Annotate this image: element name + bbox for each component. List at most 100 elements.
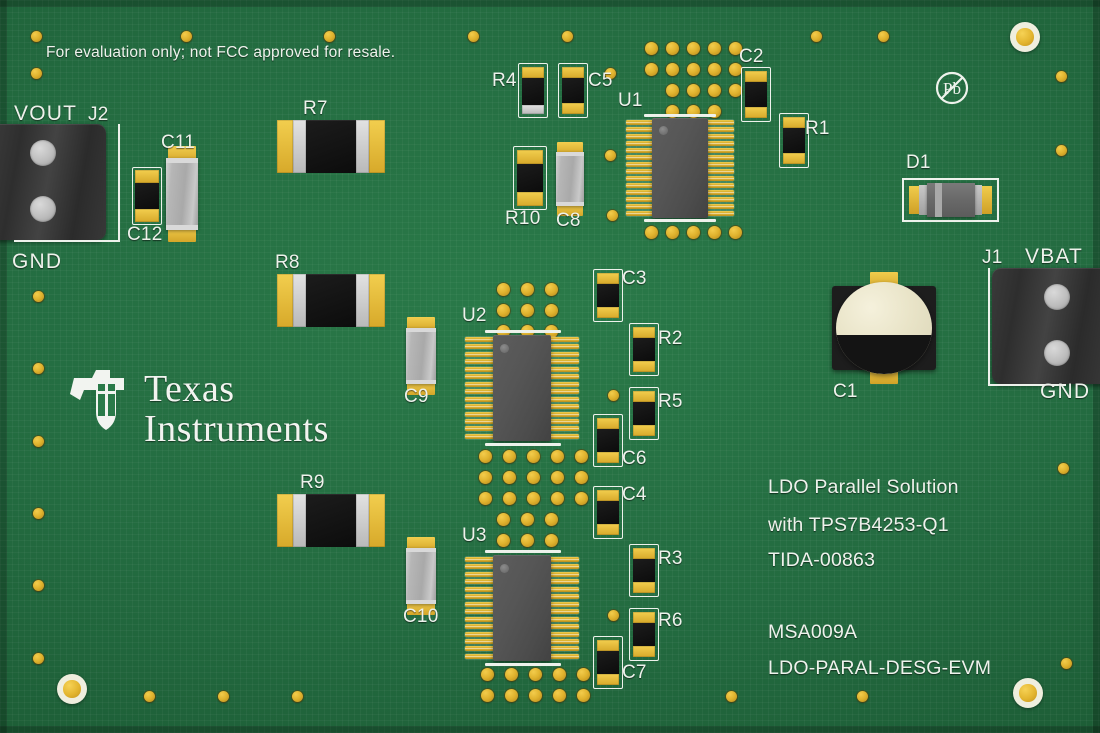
- via: [645, 42, 658, 55]
- board-edge-left: [0, 0, 7, 733]
- via: [324, 31, 335, 42]
- capacitor-c4: [593, 486, 623, 539]
- via: [729, 84, 742, 97]
- via: [577, 689, 590, 702]
- u2-body: [493, 335, 551, 441]
- via: [605, 150, 616, 161]
- resistor-r3: [629, 544, 659, 597]
- j2-silk-outline: [14, 124, 120, 242]
- connector-j1[interactable]: [992, 268, 1100, 384]
- via: [605, 68, 616, 79]
- u3-silk-bottom: [485, 663, 561, 666]
- j2-screw-vout[interactable]: [30, 140, 56, 166]
- u2-pin1-dot: [500, 344, 509, 353]
- ic-u2[interactable]: [465, 330, 579, 446]
- via: [479, 450, 492, 463]
- via: [144, 691, 155, 702]
- via: [687, 42, 700, 55]
- j1-screw-gnd[interactable]: [1044, 340, 1070, 366]
- via: [575, 492, 588, 505]
- via: [545, 304, 558, 317]
- texas-instruments-logo-mark: [66, 366, 144, 443]
- via: [527, 471, 540, 484]
- ic-u3[interactable]: [465, 550, 579, 666]
- via: [666, 63, 679, 76]
- ic-u1[interactable]: [626, 114, 734, 222]
- resistor-r7: [277, 120, 385, 173]
- via: [551, 492, 564, 505]
- via: [553, 668, 566, 681]
- ti-brand-line-2: Instruments: [144, 408, 329, 450]
- via: [33, 363, 44, 374]
- c1-can: [836, 282, 932, 374]
- u1-silk-top: [644, 114, 716, 117]
- resistor-r2: [629, 323, 659, 376]
- via: [33, 436, 44, 447]
- u1-pin1-dot: [659, 126, 668, 135]
- via: [497, 283, 510, 296]
- u1-pins-right: [706, 120, 734, 216]
- via: [645, 63, 658, 76]
- via: [33, 508, 44, 519]
- via: [666, 42, 679, 55]
- u1-pins-left: [626, 120, 654, 216]
- via: [468, 31, 479, 42]
- resistor-r6: [629, 608, 659, 661]
- capacitor-c5: [558, 63, 588, 118]
- j1-screw-vbat[interactable]: [1044, 284, 1070, 310]
- via: [292, 691, 303, 702]
- j2-screw-gnd[interactable]: [30, 196, 56, 222]
- via: [708, 63, 721, 76]
- u3-pins-left: [465, 557, 495, 659]
- board-edge-top: [0, 0, 1100, 7]
- j1-silk-outline: [988, 268, 1066, 386]
- via: [708, 84, 721, 97]
- via: [505, 689, 518, 702]
- via: [729, 63, 742, 76]
- via: [577, 668, 590, 681]
- via: [608, 390, 619, 401]
- board-edge-bottom: [0, 726, 1100, 733]
- via: [218, 691, 229, 702]
- capacitor-c11: [166, 146, 198, 242]
- lead-free-rohs-symbol: Pb: [932, 68, 972, 108]
- via: [726, 691, 737, 702]
- via: [666, 226, 679, 239]
- via: [181, 31, 192, 42]
- connector-j2[interactable]: [0, 124, 106, 240]
- capacitor-c1: [828, 272, 940, 384]
- u2-pins-left: [465, 337, 495, 439]
- via: [687, 84, 700, 97]
- u3-pin1-dot: [500, 564, 509, 573]
- resistor-r10: [513, 146, 547, 210]
- via: [608, 610, 619, 621]
- via: [545, 283, 558, 296]
- mounting-hole-top-right: [1010, 22, 1040, 52]
- u3-pins-right: [549, 557, 579, 659]
- c11-polarity-stripe: [166, 158, 198, 163]
- via: [31, 31, 42, 42]
- via: [575, 450, 588, 463]
- mounting-hole-bottom-left: [57, 674, 87, 704]
- mounting-hole-bottom-right: [1013, 678, 1043, 708]
- u1-body: [652, 118, 708, 218]
- via: [551, 471, 564, 484]
- via: [521, 283, 534, 296]
- via: [551, 450, 564, 463]
- via: [527, 492, 540, 505]
- via: [521, 304, 534, 317]
- u1-silk-bottom: [644, 219, 716, 222]
- capacitor-c2: [741, 67, 771, 122]
- c11-pad-bottom: [168, 226, 196, 242]
- via: [503, 492, 516, 505]
- via: [505, 668, 518, 681]
- via: [1056, 71, 1067, 82]
- u3-body: [493, 555, 551, 661]
- capacitor-c7: [593, 636, 623, 689]
- via: [666, 84, 679, 97]
- via: [481, 689, 494, 702]
- c11-band-bottom: [166, 225, 198, 230]
- via: [645, 226, 658, 239]
- via: [31, 68, 42, 79]
